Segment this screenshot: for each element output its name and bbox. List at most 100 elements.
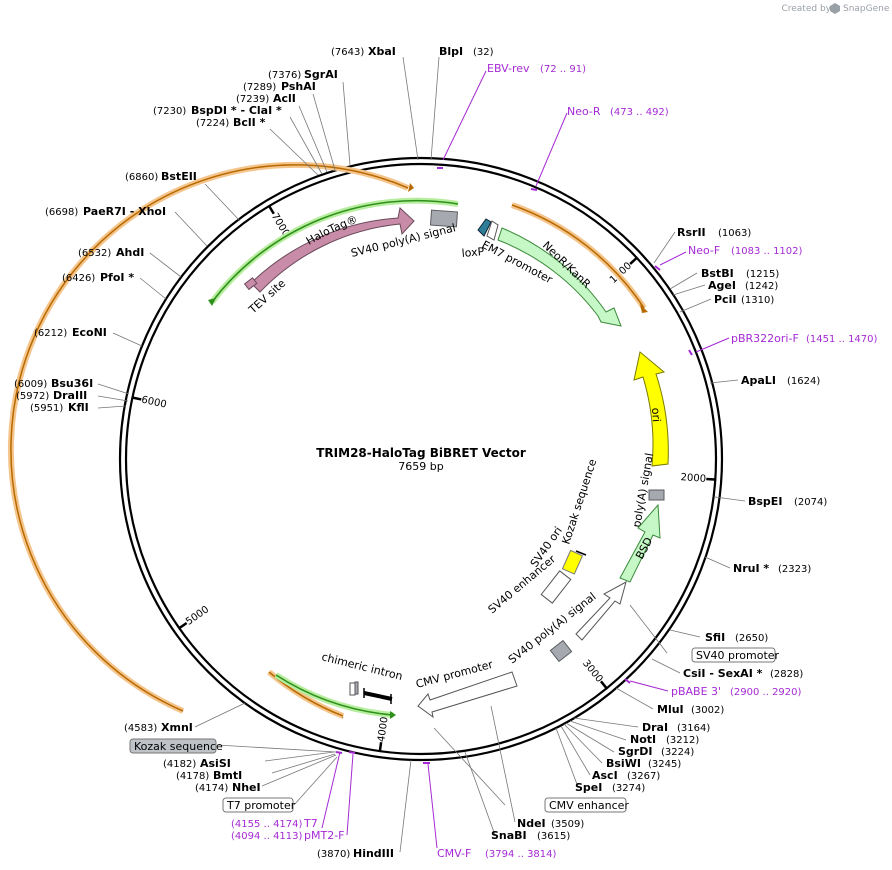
site-pos: (6009) bbox=[14, 379, 47, 390]
bsd-label: BSD bbox=[633, 535, 655, 561]
intron-bar bbox=[363, 691, 393, 701]
site-name: KflI bbox=[68, 401, 89, 414]
site-name: HindIII bbox=[353, 847, 394, 860]
primer-name: pMT2-F bbox=[304, 829, 345, 842]
tick-mark bbox=[131, 396, 142, 401]
halotag-arrow bbox=[250, 207, 415, 293]
tick-mark bbox=[378, 742, 383, 753]
orf-arc-left-line bbox=[10, 164, 409, 712]
leader-lines bbox=[97, 56, 746, 853]
tick-label: 6000 bbox=[140, 395, 167, 411]
site-pos: (1242) bbox=[745, 281, 778, 292]
site-pos: (2074) bbox=[794, 497, 827, 508]
site-name: XbaI bbox=[368, 45, 396, 58]
site-name: PciI bbox=[714, 293, 736, 306]
site-name: BmtI bbox=[213, 769, 242, 782]
primer-range: (1451 .. 1470) bbox=[806, 334, 878, 345]
site-pos: (3245) bbox=[648, 759, 681, 770]
kozak-box bbox=[129, 738, 217, 754]
cmv-promoter-arrow bbox=[417, 671, 518, 719]
t7-promoter-box bbox=[222, 797, 294, 813]
site-pos: (3615) bbox=[537, 831, 570, 842]
site-name: BspEI bbox=[748, 495, 782, 508]
tick-label: 5000 bbox=[184, 604, 211, 628]
sv40enh-label: SV40 enhancer bbox=[486, 552, 559, 616]
tick-mark bbox=[267, 204, 275, 215]
site-pos: (4182) bbox=[163, 759, 196, 770]
orf-arc-left bbox=[7, 161, 410, 714]
site-name: AclI bbox=[273, 92, 296, 105]
boxed-labels: Kozak sequence T7 promoter SV40 promoter… bbox=[129, 647, 780, 813]
site-name: MluI bbox=[657, 703, 684, 716]
site-pos: (3212) bbox=[666, 735, 699, 746]
site-pos: (1215) bbox=[746, 269, 779, 280]
site-name: SpeI bbox=[575, 781, 602, 794]
site-pos: (2650) bbox=[735, 633, 768, 644]
site-name: NheI bbox=[232, 781, 261, 794]
site-name: BsiWI bbox=[606, 757, 641, 770]
cmv-enhancer-label: CMV enhancer bbox=[549, 799, 629, 812]
site-pos: (32) bbox=[473, 47, 494, 58]
site-name: ApaLI bbox=[741, 374, 776, 387]
primer-lines bbox=[321, 70, 730, 849]
site-name: SgrDI bbox=[618, 745, 652, 758]
sv40-grey-box-low bbox=[549, 639, 573, 663]
tick-mark bbox=[177, 621, 188, 630]
kozak-box-label: Kozak sequence bbox=[134, 740, 223, 753]
site-name: SfiI bbox=[705, 631, 725, 644]
site-name: BstBI bbox=[701, 267, 734, 280]
sv40-polya-low-arrow bbox=[575, 580, 627, 641]
intron-label: chimeric intron bbox=[320, 650, 404, 683]
site-pos: (3224) bbox=[661, 747, 694, 758]
site-pos: (7224) bbox=[196, 118, 229, 129]
site-pos: (1063) bbox=[718, 228, 751, 239]
site-pos: (1624) bbox=[787, 376, 820, 387]
primer-range: (473 .. 492) bbox=[610, 107, 669, 118]
site-pos: (2323) bbox=[778, 564, 811, 575]
site-name: XmnI bbox=[161, 721, 193, 734]
t7-promoter-label: T7 promoter bbox=[226, 799, 296, 812]
site-pos: (6860) bbox=[125, 172, 158, 183]
site-pos: (3164) bbox=[677, 723, 710, 734]
em7-arrow bbox=[486, 220, 499, 241]
site-name: PshAI bbox=[281, 80, 316, 93]
primer-name: pBABE 3' bbox=[671, 685, 721, 698]
site-name: SnaBI bbox=[491, 829, 527, 842]
site-pos: (6426) bbox=[62, 273, 95, 284]
site-pos: (2828) bbox=[770, 669, 803, 680]
site-pos: (3267) bbox=[627, 771, 660, 782]
site-pos: (5951) bbox=[30, 403, 63, 414]
primer-range: (4094 .. 4113) bbox=[231, 831, 303, 842]
primer-range: (2900 .. 2920) bbox=[730, 687, 802, 698]
site-name: BclI * bbox=[233, 116, 266, 129]
tick-label: 3000 bbox=[580, 658, 605, 685]
tick-mark bbox=[599, 680, 609, 690]
tick-mark bbox=[706, 477, 717, 481]
site-name: DraI bbox=[642, 721, 668, 734]
plasmid-length: 7659 bp bbox=[398, 460, 443, 473]
tev-box bbox=[243, 277, 258, 291]
site-name: BspDI * - ClaI * bbox=[191, 104, 282, 117]
site-pos: (7643) bbox=[331, 47, 364, 58]
site-name: DraIII bbox=[53, 389, 87, 402]
polya-box bbox=[648, 489, 665, 501]
sv40-promoter-box bbox=[691, 647, 776, 663]
site-name: Bsu36I bbox=[51, 377, 93, 390]
site-pos: (4174) bbox=[195, 783, 228, 794]
primer-name: CMV-F bbox=[437, 847, 471, 860]
primer-range: (1083 .. 1102) bbox=[731, 246, 803, 257]
kozak-mark bbox=[575, 550, 587, 556]
credit-prefix: Created by bbox=[781, 4, 831, 14]
tick-label: 4000 bbox=[376, 716, 390, 743]
cmv-enhancer-box bbox=[544, 797, 627, 813]
primer-labels: EBV-rev (72 .. 91) Neo-R (473 .. 492) Ne… bbox=[231, 62, 878, 860]
primer-range: (4155 .. 4174) bbox=[231, 819, 303, 830]
sv40-polya-top-box bbox=[429, 209, 458, 228]
orf-arc-right-line bbox=[511, 204, 645, 309]
site-name: EcoNI bbox=[72, 326, 107, 339]
loxp-arrow bbox=[477, 218, 492, 237]
site-pos: (6532) bbox=[78, 248, 111, 259]
site-name: RsrII bbox=[677, 226, 706, 239]
primer-name: Neo-F bbox=[688, 244, 720, 257]
